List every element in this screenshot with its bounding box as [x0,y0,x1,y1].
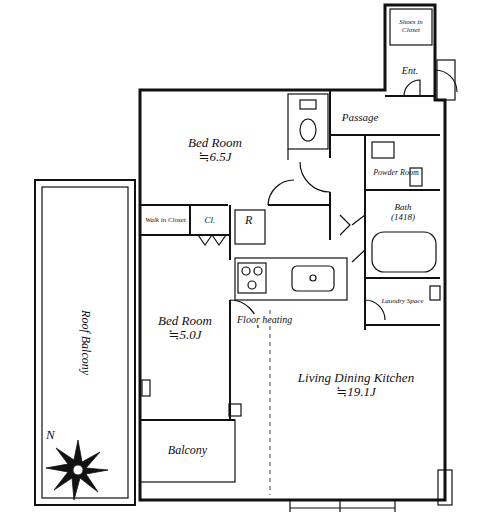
room-area: Walk in Closet [142,207,189,234]
room-name: Balcony [168,444,207,457]
room-name: Roof Balcony [78,310,91,375]
room-area: Living Dining Kitchen≒19.1J [272,330,440,440]
room-area: Powder Room [367,158,425,188]
room-area-size: (1418) [391,213,415,223]
room-name: Passage [342,111,379,123]
room-name: Ent. [402,65,418,76]
room-area: Roof Balcony [42,187,128,498]
room-area: Laundry Space [366,280,439,324]
plan-label: N [46,428,55,442]
room-name: Powder Room [373,169,419,178]
room-name: Living Dining Kitchen [298,371,414,385]
room-area: Bath(1418) [367,196,439,230]
room-name: Laundry Space [381,298,423,306]
plan-label: R [245,214,252,227]
room-name: Cl. [205,216,216,226]
room-name: Shoes in Closet [390,19,432,34]
room-area-size: ≒19.1J [336,385,375,399]
room-name: Bath [395,203,412,213]
room-area: Bed Room≒6.5J [145,100,285,200]
room-area: Balcony [141,421,234,481]
room-area: Cl. [191,207,229,234]
plan-label: Floor heating [237,314,292,325]
room-area-size: ≒5.0J [169,328,202,342]
room-name: Bed Room [158,314,212,328]
room-name: Bed Room [188,136,242,150]
room-area: Passage [332,100,388,134]
room-area-size: ≒6.5J [199,150,232,164]
room-area: Bed Room≒5.0J [142,238,228,418]
room-area: Ent. [386,46,434,94]
room-name: Walk in Closet [145,217,186,225]
room-area: Shoes in Closet [390,9,432,45]
